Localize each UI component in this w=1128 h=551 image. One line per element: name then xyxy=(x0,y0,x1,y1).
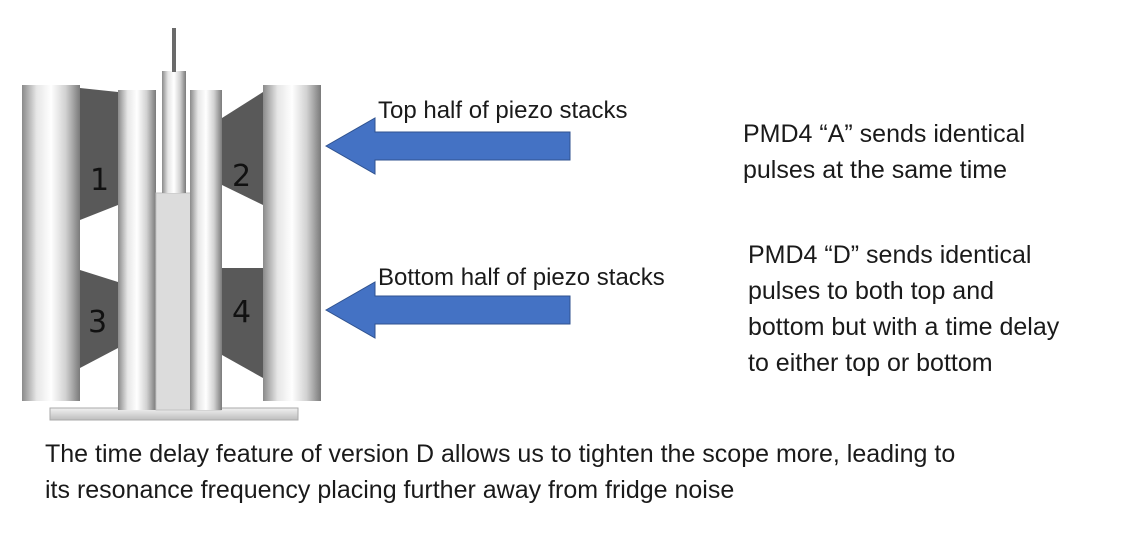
stack-number-3: 3 xyxy=(88,305,107,340)
caption-line-1: The time delay feature of version D allo… xyxy=(45,440,956,468)
pmd4-a-note: PMD4 “A” sends identical pulses at the s… xyxy=(743,116,1025,188)
stack-number-4: 4 xyxy=(232,295,251,330)
pmd4-d-note: PMD4 “D” sends identical pulses to both … xyxy=(748,237,1059,381)
pmd4-a-line-1: PMD4 “A” sends identical xyxy=(743,120,1026,148)
piezo-stack-1 xyxy=(80,88,118,220)
piezo-stack-2 xyxy=(222,92,263,205)
outer-cylinder-right xyxy=(263,85,321,401)
bottom-arrow xyxy=(324,281,571,339)
caption: The time delay feature of version D allo… xyxy=(45,436,955,508)
pmd4-d-line-4: to either top or bottom xyxy=(748,349,993,377)
stack-number-2: 2 xyxy=(232,159,251,194)
inner-cylinder-right xyxy=(190,90,222,410)
pmd4-d-line-1: PMD4 “D” sends identical xyxy=(748,241,1032,269)
outer-cylinder-left xyxy=(22,85,80,401)
bottom-half-label: Bottom half of piezo stacks xyxy=(378,264,665,291)
pmd4-d-line-2: pulses to both top and xyxy=(748,277,995,305)
piezo-stack-4 xyxy=(222,268,263,378)
scanner-tip xyxy=(172,28,176,72)
top-half-label: Top half of piezo stacks xyxy=(378,97,628,124)
inner-cylinder-left xyxy=(118,90,156,410)
stack-number-1: 1 xyxy=(90,163,109,198)
pmd4-d-line-3: bottom but with a time delay xyxy=(748,313,1060,341)
pmd4-a-line-2: pulses at the same time xyxy=(743,156,1008,184)
scanner-rod xyxy=(162,71,186,193)
caption-line-2: its resonance frequency placing further … xyxy=(45,476,735,504)
top-arrow xyxy=(324,117,571,175)
piezo-stack-3 xyxy=(80,270,118,368)
